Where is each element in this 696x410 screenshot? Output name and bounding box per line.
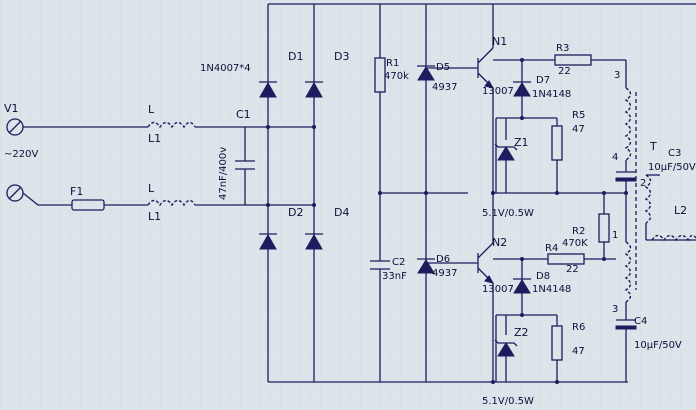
- label-n1-part: 13007: [482, 86, 514, 97]
- label-pin1: 1: [612, 230, 618, 241]
- inductor-l1-bottom: [147, 199, 196, 207]
- capacitor-c3: [615, 171, 637, 182]
- label-d4: D4: [334, 206, 349, 219]
- inductor-l1-top: [147, 121, 196, 129]
- label-d2: D2: [288, 206, 303, 219]
- label-r3-value: 22: [558, 66, 571, 77]
- input-wiring: [22, 126, 270, 206]
- label-d1: D1: [288, 50, 303, 63]
- label-r1: R1: [386, 58, 399, 69]
- diode-d3: [305, 81, 323, 98]
- label-t: T: [649, 140, 657, 153]
- label-d8-value: 1N4148: [532, 284, 571, 295]
- label-r4: R4: [545, 243, 558, 254]
- label-d5-value: 4937: [432, 82, 457, 93]
- resistor-r6: [551, 325, 563, 361]
- label-c2: C2: [392, 257, 405, 268]
- diode-d6: [417, 258, 435, 274]
- label-c2-value: 33nF: [382, 271, 407, 282]
- transformer-t: [624, 87, 652, 303]
- label-l2: L2: [674, 204, 687, 217]
- label-d5: D5: [436, 62, 450, 73]
- diode-d5: [417, 65, 435, 81]
- label-pin3-bottom: 3: [612, 304, 618, 315]
- label-r4-value: 22: [566, 264, 579, 275]
- label-n2-part: 13007: [482, 284, 514, 295]
- label-l1-top: L1: [148, 132, 161, 145]
- resistor-r5: [551, 125, 563, 161]
- label-c4: C4: [634, 316, 647, 327]
- diode-d2: [259, 233, 277, 250]
- transistor-n1: [477, 4, 495, 89]
- label-r5: R5: [572, 110, 585, 121]
- diode-d7: [513, 81, 531, 97]
- diode-d4: [305, 233, 323, 250]
- label-z1: Z1: [514, 136, 529, 149]
- label-l-bottom: L: [148, 182, 155, 195]
- label-z2: Z2: [514, 326, 529, 339]
- label-v1: V1: [4, 102, 19, 115]
- capacitor-c2: [370, 260, 390, 270]
- label-n2: N2: [492, 236, 507, 249]
- zener-z1: [494, 143, 518, 161]
- label-d7: D7: [536, 75, 550, 86]
- label-c3: C3: [668, 148, 681, 159]
- label-v1-value: ~220V: [4, 149, 38, 160]
- label-r6: R6: [572, 322, 585, 333]
- label-d7-value: 1N4148: [532, 89, 571, 100]
- bridge-wiring: [267, 3, 696, 383]
- label-zener-top: 5.1V/0.5W: [482, 208, 534, 219]
- resistor-r3: [554, 54, 592, 66]
- label-c1: C1: [236, 108, 251, 121]
- fuse-f1: [71, 199, 105, 211]
- label-r6-value: 47: [572, 346, 585, 357]
- label-pin3-top: 3: [614, 70, 620, 81]
- label-bridge-part: 1N4007*4: [200, 63, 251, 74]
- label-d3: D3: [334, 50, 349, 63]
- diode-d1: [259, 81, 277, 98]
- label-pin4-top: 4: [612, 152, 618, 163]
- capacitor-c1: [235, 160, 255, 170]
- capacitor-c4: [615, 319, 637, 330]
- label-pin2: 2: [640, 178, 646, 189]
- label-c4-value: 10μF/50V: [634, 340, 682, 351]
- label-l1-bottom: L1: [148, 210, 161, 223]
- label-r5-value: 47: [572, 124, 585, 135]
- zener-z2: [494, 339, 518, 357]
- label-d6-value: 4937: [432, 268, 457, 279]
- label-c1-value: 47nF/400v: [218, 147, 229, 200]
- label-r2-value: 470K: [562, 238, 588, 249]
- label-zener-bottom: 5.1V/0.5W: [482, 396, 534, 407]
- label-l-top: L: [148, 103, 155, 116]
- label-c3-value: 10μF/50V: [648, 162, 696, 173]
- label-d8: D8: [536, 271, 550, 282]
- label-r2: R2: [572, 226, 585, 237]
- resistor-r4: [547, 253, 585, 265]
- label-n1: N1: [492, 35, 507, 48]
- diode-d8: [513, 278, 531, 294]
- resistor-r1: [374, 57, 386, 93]
- label-d6: D6: [436, 254, 450, 265]
- label-f1: F1: [70, 185, 83, 198]
- inductor-l2: [651, 234, 696, 242]
- label-r3: R3: [556, 43, 569, 54]
- label-r1-value: 470k: [384, 71, 409, 82]
